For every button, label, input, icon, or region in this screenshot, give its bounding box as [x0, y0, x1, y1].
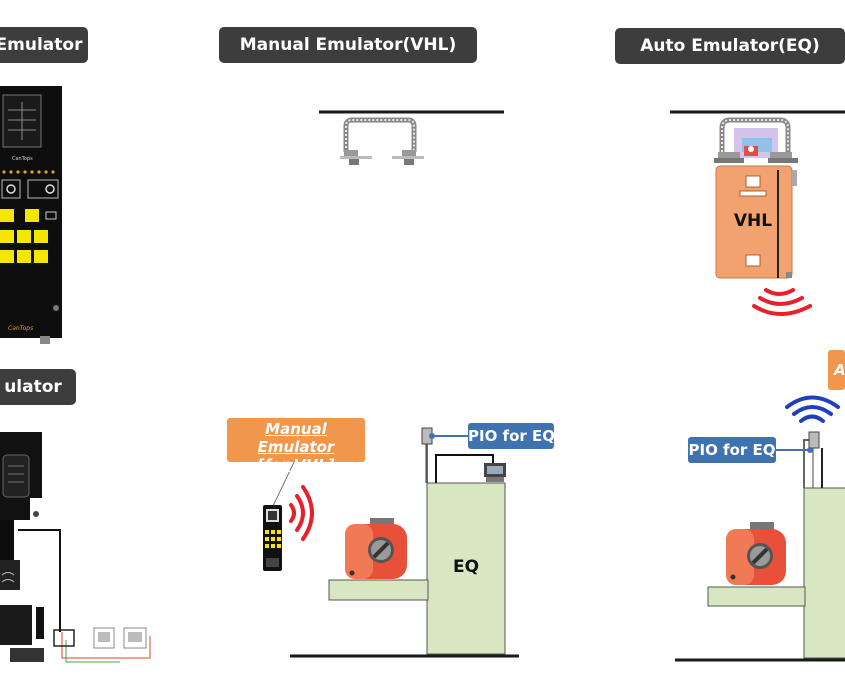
header-left-mid-emulator: ulator — [0, 369, 76, 405]
header-manual-emulator-vhl: Manual Emulator(VHL) — [219, 27, 477, 63]
manual-emulator-for-vhl-tag: Manual Emulator [for VHL] — [227, 418, 365, 474]
emulator-device-panel: CanTops CanTops — [0, 86, 62, 344]
pio-for-eq-tag-auto: PIO for EQ — [688, 437, 776, 463]
manual-emulator-tag-line2: [for VHL] — [257, 456, 335, 474]
manual-red-signal-icon — [289, 485, 314, 541]
manual-eq-station: EQ — [290, 427, 519, 658]
header-left-emulator: Emulator — [0, 27, 88, 63]
auto-blue-signal-icon — [785, 395, 840, 423]
vhl-label: VHL — [734, 211, 772, 231]
device-brand-top: CanTops — [12, 156, 33, 162]
auto-red-signal-icon — [752, 288, 812, 316]
manual-emulator-tag-line1: Manual Emulator — [257, 420, 335, 456]
auto-vhl-vehicle: VHL — [670, 110, 845, 279]
manual-vhl-rail — [319, 110, 504, 165]
auto-emulator-partial-tag: A — [828, 350, 845, 390]
eq-label: EQ — [453, 557, 479, 577]
pio-for-eq-tag-manual: PIO for EQ — [468, 423, 555, 449]
left-machine — [0, 432, 151, 663]
auto-eq-station — [675, 431, 845, 662]
header-auto-emulator-eq: Auto Emulator(EQ) — [615, 28, 845, 64]
device-brand-bottom: CanTops — [8, 325, 33, 332]
handheld-emulator — [263, 457, 297, 571]
